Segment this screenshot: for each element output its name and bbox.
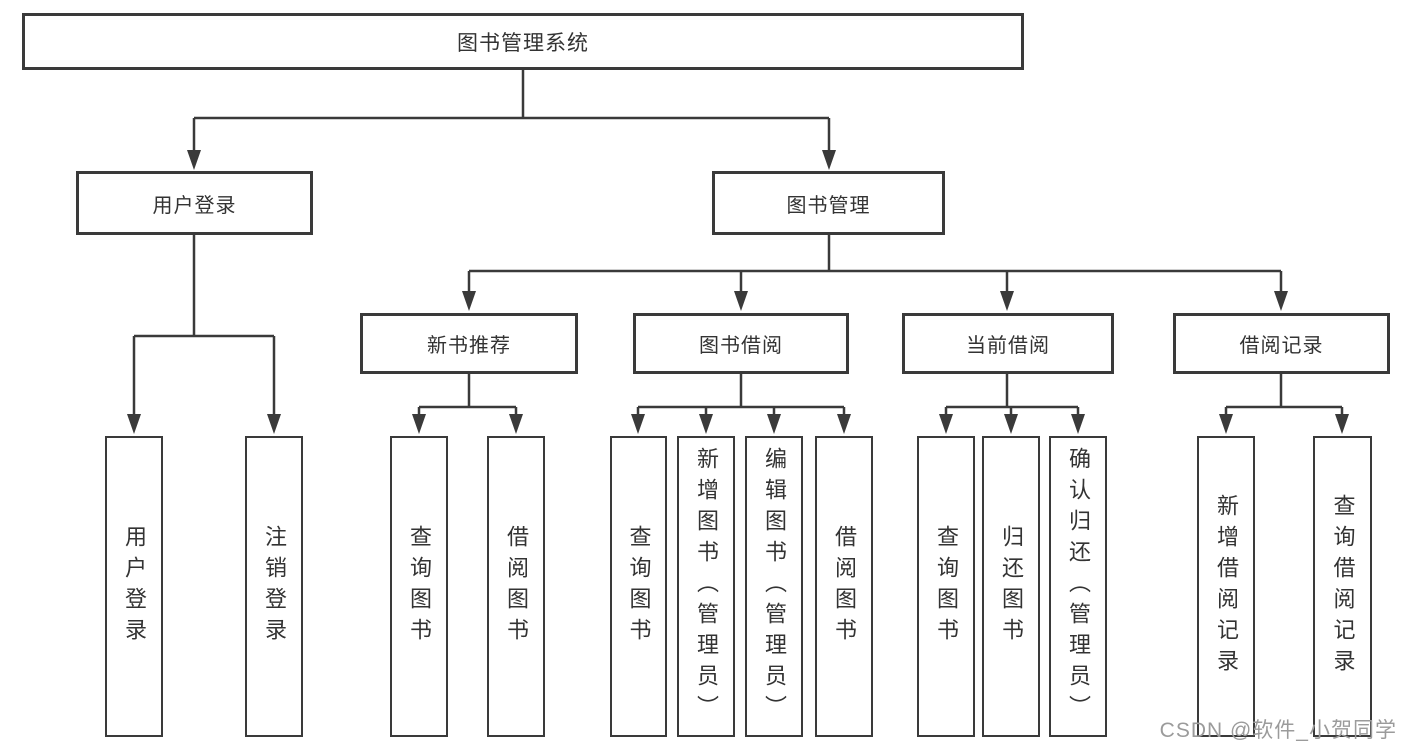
leaf-query-book-recommend: 查询图书 — [390, 436, 448, 737]
leaf-label: 新增图书（管理员） — [694, 447, 719, 726]
leaf-label: 借阅图书 — [504, 524, 529, 649]
leaf-logout: 注销登录 — [245, 436, 303, 737]
leaf-add-book-admin: 新增图书（管理员） — [677, 436, 735, 737]
leaf-label: 查询图书 — [407, 524, 432, 649]
leaf-label: 查询图书 — [626, 524, 652, 649]
node-book-management: 图书管理 — [712, 171, 945, 235]
leaf-label: 用户登录 — [122, 524, 147, 649]
leaf-user-login: 用户登录 — [105, 436, 163, 737]
leaf-borrow-book-recommend: 借阅图书 — [487, 436, 545, 737]
arrowheads — [127, 150, 1349, 434]
csdn-watermark: CSDN @软件_小贺同学 — [1159, 719, 1397, 742]
leaf-label: 注销登录 — [262, 524, 287, 649]
node-new-book-recommend: 新书推荐 — [360, 313, 578, 374]
leaf-label: 归还图书 — [999, 524, 1024, 649]
node-user-login: 用户登录 — [76, 171, 313, 235]
leaf-query-book-current: 查询图书 — [917, 436, 975, 737]
leaf-label: 确认归还（管理员） — [1066, 447, 1091, 726]
node-borrow-record: 借阅记录 — [1173, 313, 1390, 374]
leaf-label: 编辑图书（管理员） — [762, 447, 787, 726]
leaf-edit-book-admin: 编辑图书（管理员） — [745, 436, 803, 737]
leaf-label: 借阅图书 — [832, 524, 857, 649]
node-library-management-system: 图书管理系统 — [22, 13, 1024, 70]
leaf-add-borrow-record: 新增借阅记录 — [1197, 436, 1255, 737]
leaf-confirm-return-admin: 确认归还（管理员） — [1049, 436, 1107, 737]
leaf-label: 查询借阅记录 — [1330, 493, 1356, 680]
leaf-query-borrow-record: 查询借阅记录 — [1313, 436, 1372, 737]
leaf-label: 查询图书 — [934, 524, 959, 649]
node-current-borrow: 当前借阅 — [902, 313, 1114, 374]
leaf-borrow-book: 借阅图书 — [815, 436, 873, 737]
node-book-borrow: 图书借阅 — [633, 313, 849, 374]
leaf-label: 新增借阅记录 — [1214, 493, 1239, 680]
leaf-query-book-borrow: 查询图书 — [610, 436, 667, 737]
leaf-return-book: 归还图书 — [982, 436, 1040, 737]
